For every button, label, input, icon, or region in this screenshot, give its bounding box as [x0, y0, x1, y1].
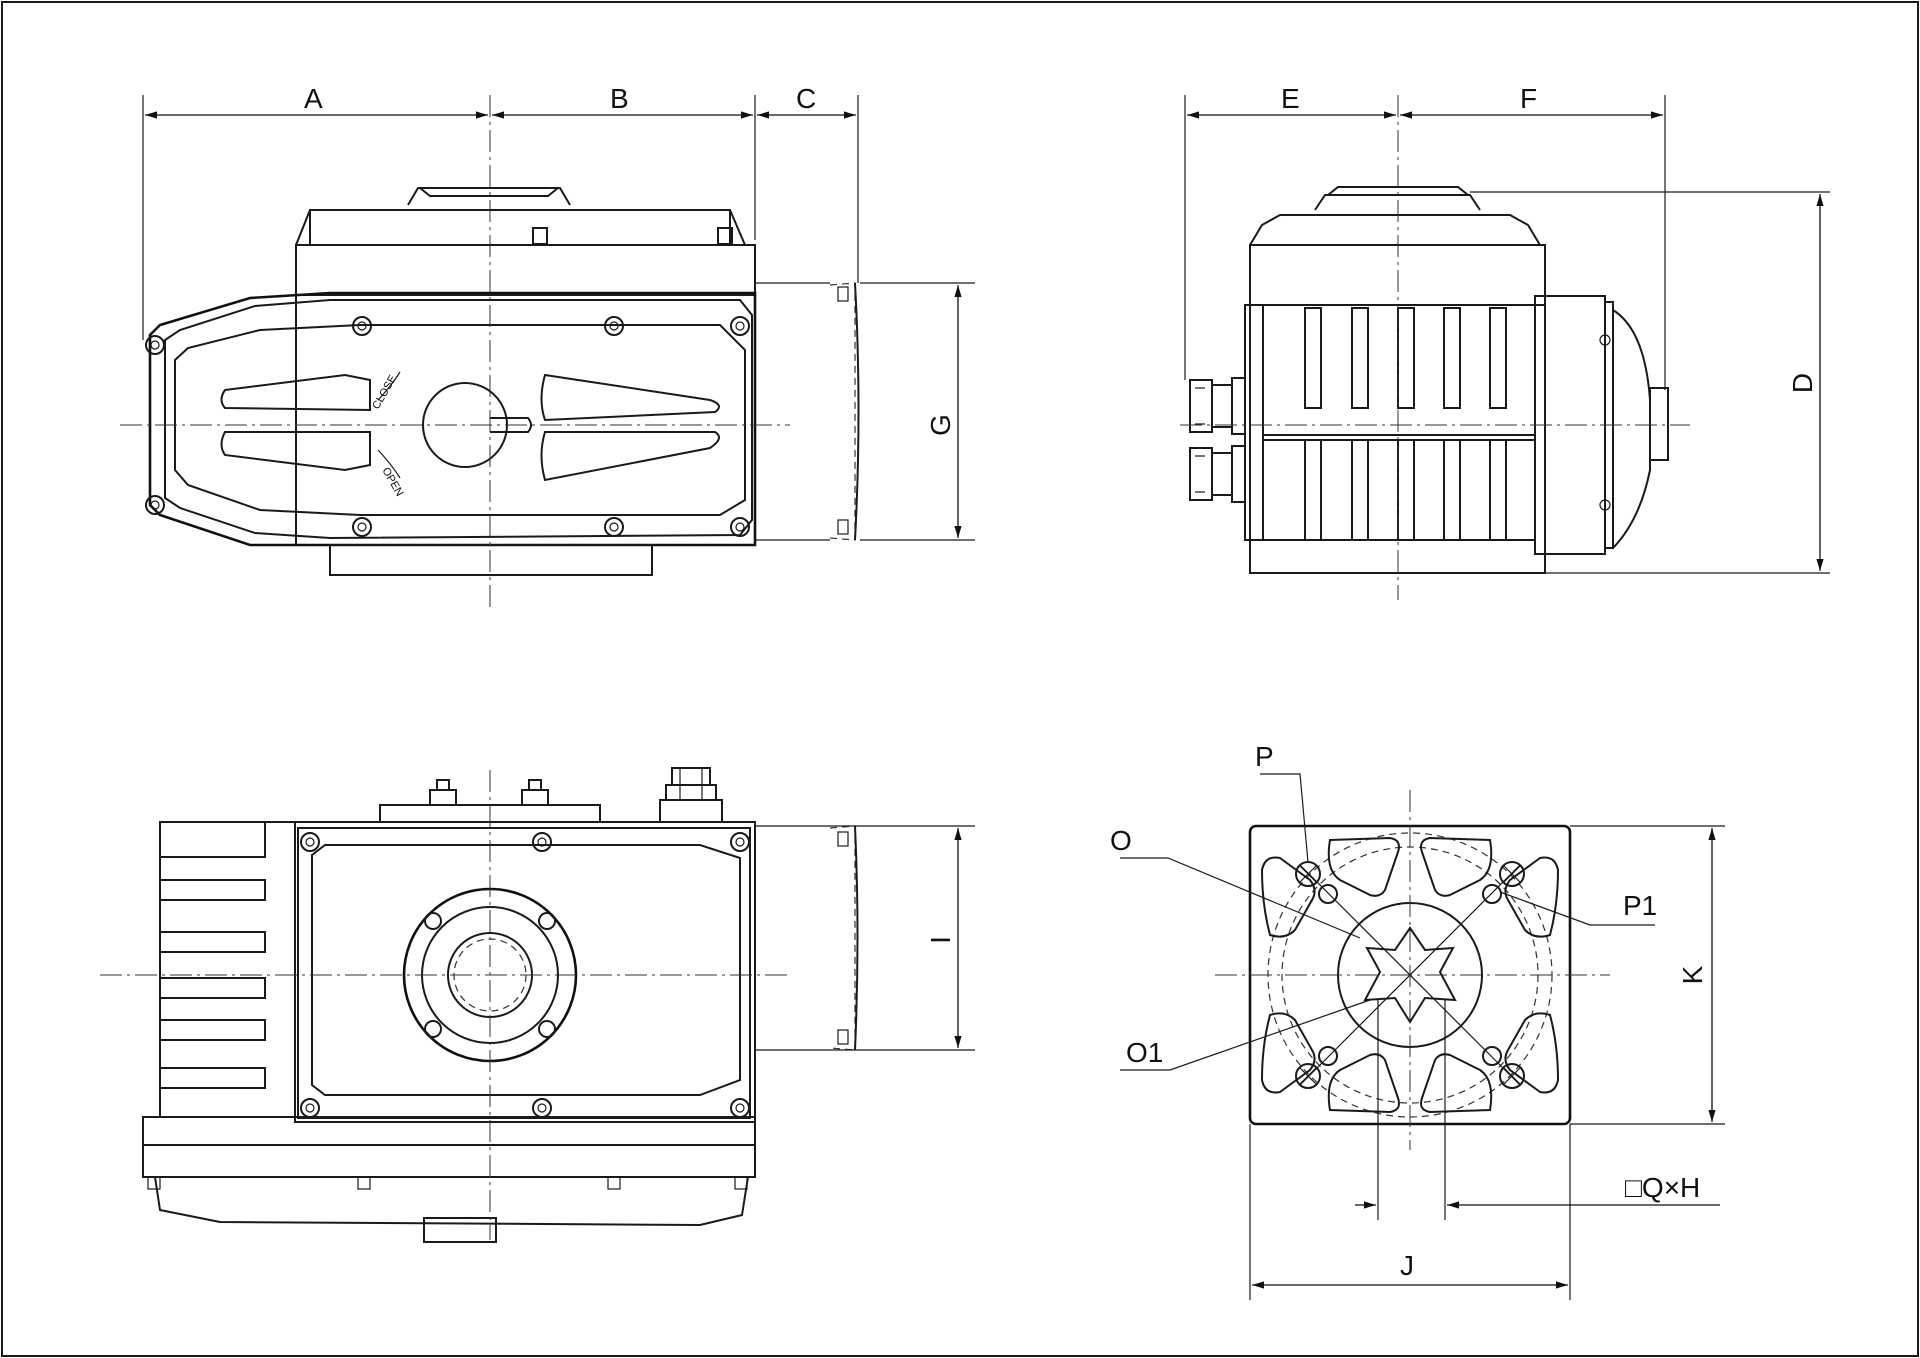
- open-marking: OPEN: [379, 466, 405, 499]
- dim-label-a: A: [304, 83, 323, 114]
- flange-view: P O P1 O1 K J □Q×H: [1110, 741, 1725, 1300]
- dim-label-f: F: [1520, 83, 1537, 114]
- bottom-view: I: [100, 767, 975, 1243]
- front-view: CLOSE OPEN A B C G: [120, 83, 975, 610]
- dim-label-j: J: [1400, 1250, 1414, 1281]
- dim-label-k: K: [1677, 965, 1708, 984]
- dim-label-i: I: [925, 936, 956, 944]
- dim-label-e: E: [1281, 83, 1300, 114]
- dim-label-g: G: [925, 414, 956, 436]
- dim-label-b: B: [610, 83, 629, 114]
- screw-icon: [145, 316, 750, 537]
- cable-gland-icon: [1189, 377, 1246, 503]
- label-p1: P1: [1623, 890, 1657, 921]
- side-view: E F D: [1180, 83, 1830, 600]
- bolt-hole-icon: [1295, 861, 1525, 1089]
- label-p: P: [1255, 741, 1274, 772]
- dim-label-c: C: [796, 83, 816, 114]
- label-o1: O1: [1126, 1037, 1163, 1068]
- dim-label-d: D: [1787, 373, 1818, 393]
- cable-gland-icon: [659, 767, 723, 823]
- connector-icon: [429, 779, 549, 806]
- close-marking: CLOSE: [370, 373, 399, 411]
- dim-label-qh: □Q×H: [1625, 1172, 1700, 1203]
- screw-icon: [424, 912, 556, 1038]
- label-o: O: [1110, 825, 1132, 856]
